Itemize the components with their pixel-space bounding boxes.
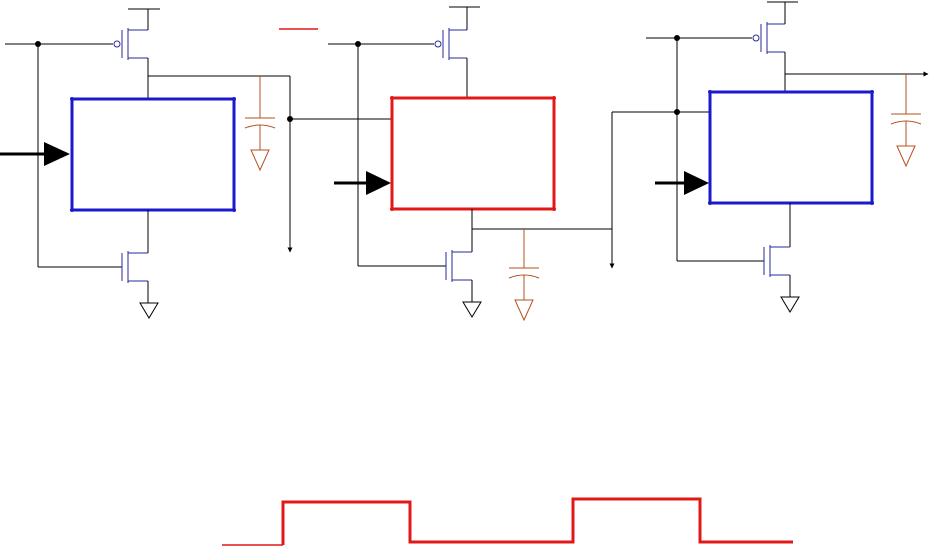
load-capacitor xyxy=(890,74,922,168)
pmos-precharge-transistor xyxy=(434,28,467,60)
input-arrowhead xyxy=(684,171,709,195)
logic-block xyxy=(390,96,556,211)
nmos-evaluate-transistor xyxy=(121,251,148,283)
pmos-precharge-transistor xyxy=(752,22,785,54)
input-arrowhead xyxy=(366,171,391,195)
stage-1 xyxy=(0,8,293,319)
nmos-evaluate-transistor xyxy=(763,245,790,277)
logic-block xyxy=(70,97,236,212)
clock-waveform-trace xyxy=(281,497,793,545)
stage-3 xyxy=(611,1,929,313)
ground-symbol xyxy=(462,301,482,318)
input-arrowhead xyxy=(44,142,70,166)
nmos-evaluate-transistor xyxy=(445,250,472,282)
pmos-gate-bubble xyxy=(113,40,121,48)
ground-symbol xyxy=(514,299,534,322)
ground-symbol xyxy=(780,296,800,313)
load-capacitor xyxy=(244,76,276,172)
ground-symbol xyxy=(250,149,270,172)
pmos-gate-bubble xyxy=(752,34,760,42)
logic-block xyxy=(708,90,874,205)
ground-symbol xyxy=(139,302,159,319)
pmos-gate-bubble xyxy=(434,40,442,48)
clock-waveform xyxy=(222,497,793,546)
pmos-precharge-transistor xyxy=(113,28,148,60)
stage-2 xyxy=(290,6,615,322)
ground-symbol xyxy=(896,145,916,168)
load-capacitor xyxy=(508,229,540,322)
